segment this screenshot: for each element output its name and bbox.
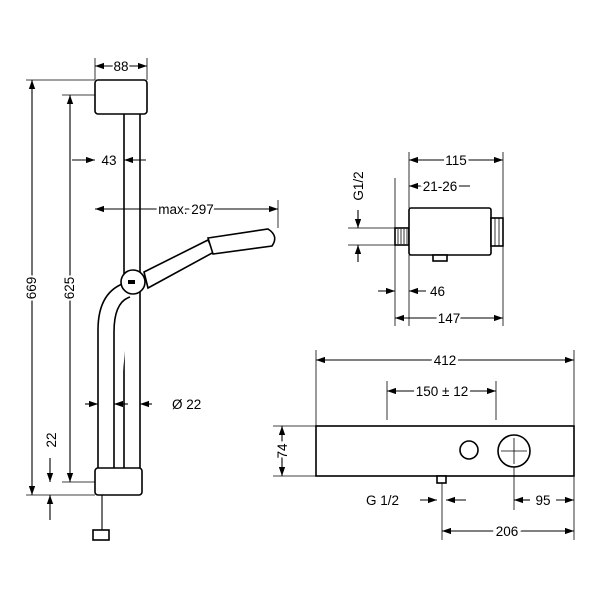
thermostat-outlet [436,475,447,484]
slider-dot [128,280,135,284]
dim-21-26: 21-26 [423,179,458,194]
dim-206: 206 [496,524,519,539]
bottom-bracket [94,467,143,496]
shower-rail-set: 88 669 625 43 max. 297 Ø 22 22 [22,57,279,541]
dim-115: 115 [445,153,467,168]
dim-625: 625 [62,277,77,300]
dim-95: 95 [535,493,550,508]
dim-669: 669 [24,277,39,300]
thermostat-unit: 412 150 ± 12 74 G 1/2 95 206 [273,350,575,542]
dim-147: 147 [438,311,461,326]
connector-nub [432,254,448,262]
dim-g1-2-connector: G1/2 [351,171,366,200]
valve-button [459,440,479,460]
dim-max-297: max. 297 [158,202,214,217]
dim-412: 412 [434,353,457,368]
top-bracket [94,79,148,115]
connector-outlet [490,217,504,247]
wall-connector: 115 21-26 G1/2 46 147 [348,151,504,329]
dim-g1-2-thermostat: G 1/2 [366,493,399,508]
dim-diameter-22: Ø 22 [172,397,201,412]
dim-22-bottom: 22 [44,432,59,447]
hand-shower-head [206,228,276,255]
shower-hose-inner [113,296,131,468]
dim-46: 46 [430,284,445,299]
dim-88: 88 [113,59,128,74]
connector-body [408,207,492,256]
dim-74: 74 [275,443,290,459]
dim-43: 43 [101,153,116,168]
hose-end-cap [92,529,110,541]
thermostat-body [315,425,575,477]
hand-shower-handle [143,238,216,290]
dim-150-12: 150 ± 12 [416,384,468,399]
